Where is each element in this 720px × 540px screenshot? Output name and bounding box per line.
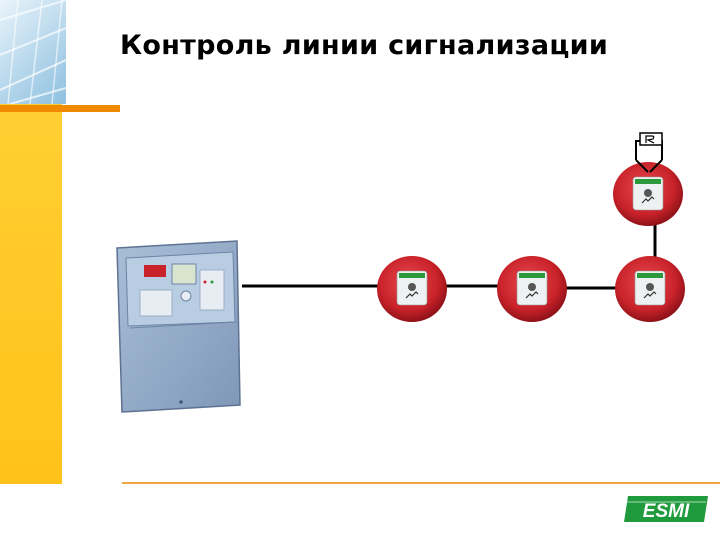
header-divider: [0, 105, 120, 112]
manual-call-point-icon: [497, 256, 567, 322]
logo-text: ESMI: [643, 501, 690, 522]
decorative-corner-graphic: [0, 0, 66, 104]
fire-control-panel-icon: [116, 240, 241, 413]
side-accent-band: [0, 104, 62, 484]
page-title: Контроль линии сигнализации: [120, 30, 609, 61]
manual-call-point-icon: [377, 256, 447, 322]
manual-call-point-icon: [613, 162, 683, 226]
esmi-logo: ESMI: [624, 496, 708, 522]
alarm-line-wiring: [242, 224, 657, 290]
resistor-icon: [635, 132, 663, 173]
footer-divider: [122, 482, 720, 484]
manual-call-point-icon: [615, 256, 685, 322]
